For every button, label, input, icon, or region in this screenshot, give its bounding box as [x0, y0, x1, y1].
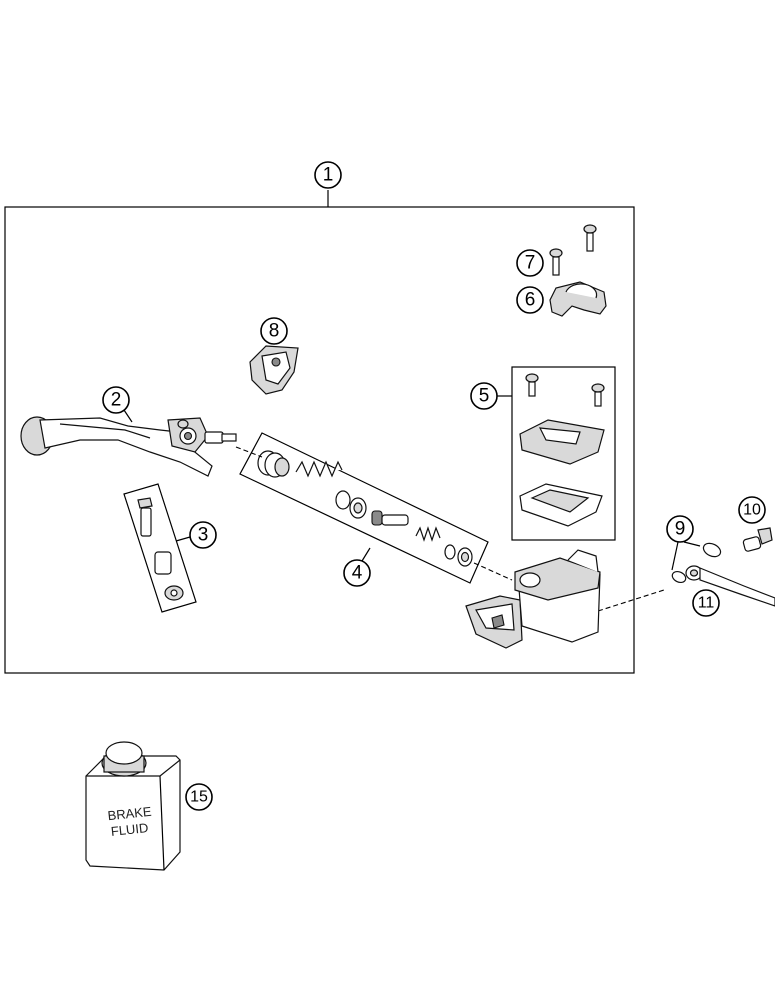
centerline-hose	[597, 589, 665, 612]
can-label-line1: BRAKE	[107, 804, 153, 824]
callout-6-label: 6	[525, 290, 536, 311]
callout-8[interactable]: 8	[260, 317, 288, 345]
master-cylinder-body[interactable]	[465, 549, 601, 649]
callout-9[interactable]: 9	[666, 515, 694, 543]
callout-4-label: 4	[352, 563, 363, 584]
callout-7-label: 7	[525, 253, 536, 274]
centerline-lever	[235, 446, 263, 458]
callout-11[interactable]: 11	[692, 589, 720, 617]
callout-15[interactable]: 15	[185, 783, 213, 811]
leader-9a	[683, 541, 701, 547]
brake-fluid-can[interactable]: BRAKE FLUID	[85, 741, 181, 871]
adjuster-cap[interactable]	[249, 345, 299, 395]
clamp-bolts[interactable]	[549, 224, 597, 276]
callout-2-label: 2	[111, 390, 122, 411]
callout-9-label: 9	[675, 519, 686, 540]
callout-11-label: 11	[698, 595, 715, 612]
callout-3-label: 3	[198, 525, 209, 546]
leader-4	[361, 547, 371, 562]
callout-2[interactable]: 2	[102, 386, 130, 414]
pivot-bolt-kit[interactable]	[123, 483, 197, 613]
cover-screw-right	[591, 383, 605, 407]
callout-8-label: 8	[269, 321, 280, 342]
leader-2	[123, 409, 133, 423]
can-label-line2: FLUID	[110, 820, 149, 839]
callout-6[interactable]: 6	[516, 286, 544, 314]
handlebar-clamp[interactable]	[549, 281, 607, 317]
brake-hose[interactable]	[685, 565, 775, 607]
callout-4[interactable]: 4	[343, 559, 371, 587]
assembly-frame	[4, 206, 635, 674]
callout-10[interactable]: 10	[738, 496, 766, 524]
callout-1[interactable]: 1	[314, 161, 342, 189]
banjo-bolt[interactable]	[742, 527, 773, 552]
leader-9b	[671, 541, 679, 571]
leader-3	[175, 536, 191, 542]
callout-7[interactable]: 7	[516, 249, 544, 277]
callout-3[interactable]: 3	[189, 521, 217, 549]
callout-1-label: 1	[323, 165, 334, 186]
callout-5-label: 5	[479, 386, 490, 407]
seal-rings[interactable]	[671, 541, 723, 585]
centerline-body	[473, 562, 513, 581]
callout-15-label: 15	[190, 789, 208, 806]
brake-lever[interactable]	[20, 416, 237, 477]
callout-10-label: 10	[743, 502, 761, 519]
reservoir-cover-kit[interactable]	[511, 366, 616, 541]
cover-screw-left	[525, 373, 539, 397]
piston-repair-kit[interactable]	[239, 432, 489, 584]
callout-5[interactable]: 5	[470, 382, 498, 410]
